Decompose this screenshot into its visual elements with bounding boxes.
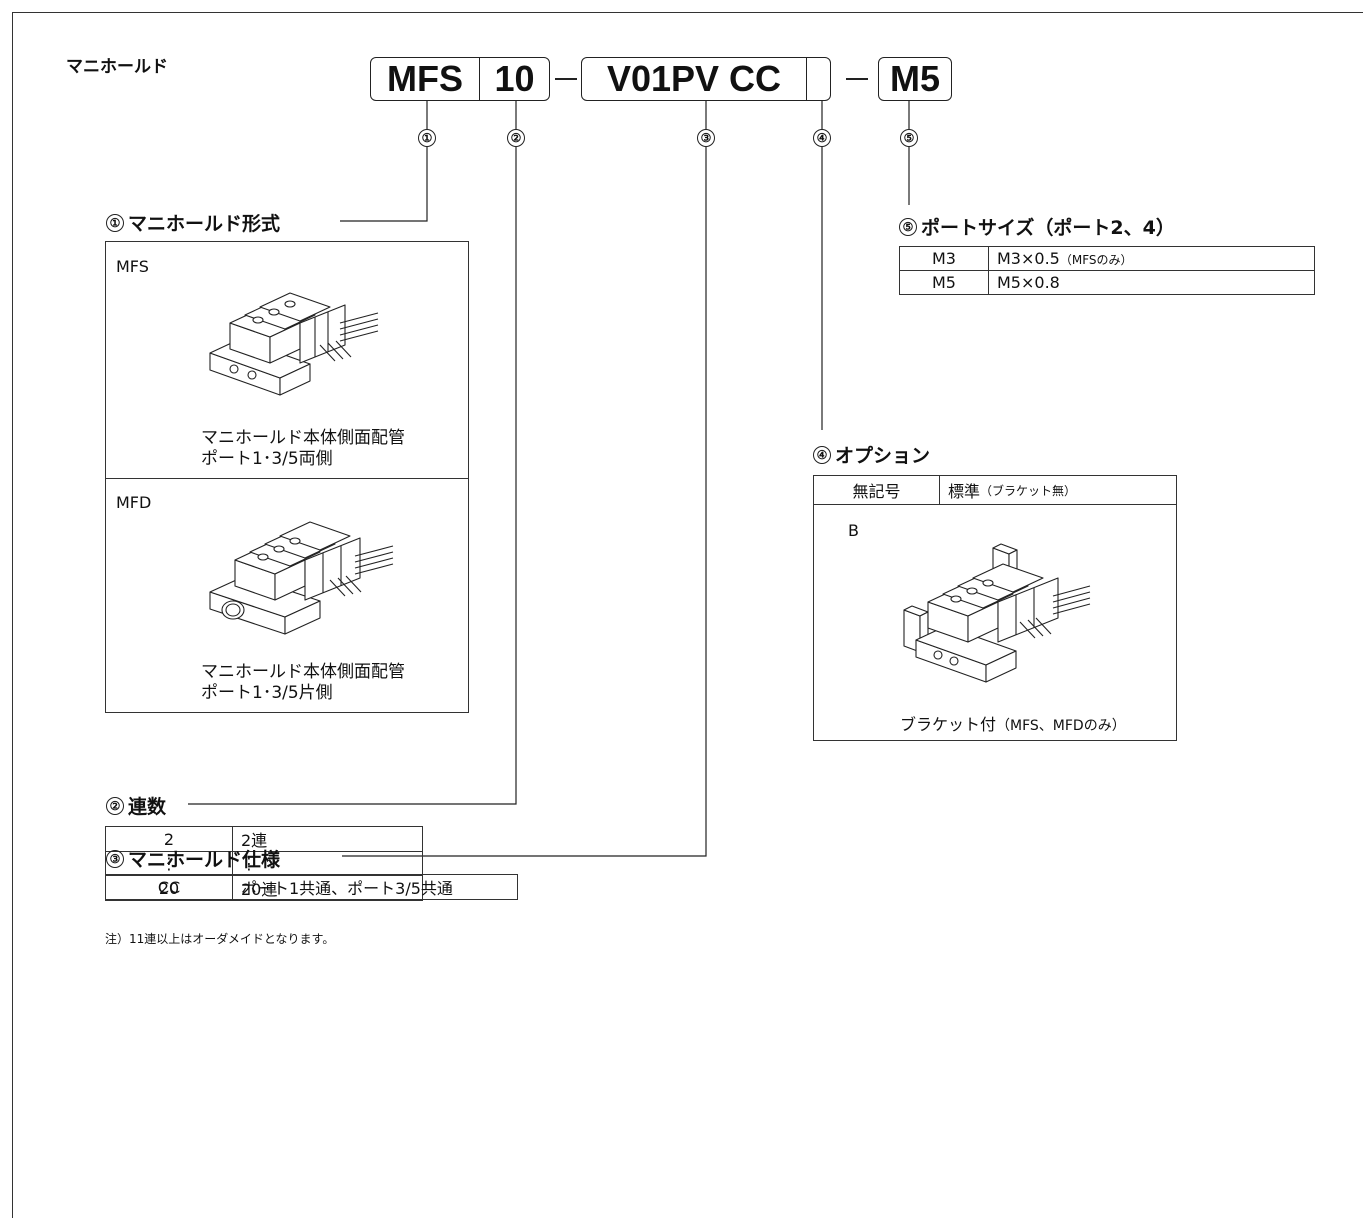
option-none-desc-main: 標準 (948, 482, 981, 501)
option-b-caption-note: （MFS、MFDのみ） (996, 718, 1126, 734)
section-2-heading: ② 連数 (106, 792, 166, 819)
section-4-title: オプション (835, 445, 931, 467)
mfd-caption-line-2: ポート1･3/5片側 (201, 683, 333, 703)
mfs-caption-line-1: マニホールド本体側面配管 (201, 428, 405, 448)
manifold-mfs-illustration (209, 292, 379, 396)
marker-1: ① (418, 129, 436, 147)
section-2-number: ② (106, 796, 124, 815)
code-dash-2 (846, 78, 868, 80)
table-row: CC ポート1共通、ポート3/5共通 (105, 874, 518, 900)
mfs-caption-line-2: ポート1･3/5両側 (201, 449, 333, 469)
section-5-heading: ⑤ ポートサイズ（ポート2、4） (899, 213, 1175, 240)
table-row: ⋮ ⋮ (105, 851, 423, 876)
port-size-note: （MFSのみ） (1059, 253, 1133, 267)
table-row: M3 M3×0.5（MFSのみ） (899, 246, 1315, 271)
manifold-mfd-illustration (209, 521, 394, 635)
code-box-valve-and-option: V01PV CC (581, 57, 831, 101)
leader-line-1 (340, 101, 428, 222)
section-5-title: ポートサイズ（ポート2、4） (921, 217, 1175, 239)
section-4-heading: ④ オプション (813, 441, 930, 468)
port-size-table: M3 M3×0.5（MFSのみ） M5 M5×0.8 (899, 246, 1315, 295)
manifold-type-mfs-code: MFS (116, 257, 149, 276)
manifold-spec-table: CC ポート1共通、ポート3/5共通 (105, 874, 518, 900)
code-option (806, 58, 830, 100)
table-cell: CC (105, 874, 233, 900)
marker-5: ⑤ (900, 129, 918, 147)
manifold-type-mfd-caption: マニホールド本体側面配管 ポート1･3/5片側 (201, 662, 405, 704)
page-frame (12, 12, 1363, 1218)
option-col-divider (939, 476, 940, 504)
table-row: M5 M5×0.8 (899, 270, 1315, 295)
option-b-code: B (848, 521, 859, 540)
port-size-desc: M5×0.8 (997, 273, 1060, 292)
table-cell: 2連 (232, 826, 423, 852)
mfd-caption-line-1: マニホールド本体側面配管 (201, 662, 405, 682)
section-3-number: ③ (106, 849, 124, 868)
page-title: マニホールド (66, 57, 168, 77)
code-dash-1 (555, 78, 577, 80)
section-5-number: ⑤ (899, 217, 917, 236)
option-none-desc-note: （ブラケット無） (980, 483, 1077, 498)
code-box-series-and-size: MFS 10 (370, 57, 550, 101)
table-row: 2 2連 (105, 826, 423, 852)
section-1-heading: ① マニホールド形式 (106, 209, 280, 236)
code-box-port-size: M5 (878, 57, 952, 101)
table-cell: ⋮ (232, 851, 423, 876)
table-cell: M5 (899, 270, 989, 295)
code-valve-spec: V01PV CC (606, 58, 782, 99)
table-cell: 2 (105, 826, 233, 852)
manifold-type-mfs-caption: マニホールド本体側面配管 ポート1･3/5両側 (201, 428, 405, 470)
leader-line-3 (342, 101, 707, 857)
manifold-type-mfd-code: MFD (116, 493, 152, 512)
leader-line-2 (188, 101, 517, 805)
bracket-manifold-illustration (903, 543, 1091, 683)
table-cell: M3×0.5（MFSのみ） (988, 246, 1315, 271)
manifold-type-divider (106, 478, 468, 479)
section-2-title: 連数 (128, 796, 167, 818)
stations-note: 注）11連以上はオーダメイドとなります。 (105, 932, 335, 946)
section-1-number: ① (106, 213, 124, 232)
section-4-number: ④ (813, 445, 831, 464)
code-stations: 10 (479, 58, 549, 100)
option-divider (814, 504, 1176, 505)
table-cell: ポート1共通、ポート3/5共通 (232, 874, 518, 900)
table-cell: M3 (899, 246, 989, 271)
option-none-desc: 標準（ブラケット無） (948, 476, 1076, 504)
table-cell: M5×0.8 (988, 270, 1315, 295)
marker-2: ② (507, 129, 525, 147)
code-series: MFS (387, 58, 463, 99)
marker-3: ③ (697, 129, 715, 147)
option-b-caption: ブラケット付（MFS、MFDのみ） (900, 711, 1126, 735)
section-1-title: マニホールド形式 (128, 213, 281, 235)
manifold-type-box (105, 241, 469, 713)
section-3-heading: ③ マニホールド仕様 (106, 845, 280, 872)
option-box: 無記号 標準（ブラケット無） (813, 475, 1177, 741)
port-size-desc: M3×0.5 (997, 249, 1060, 268)
section-3-title: マニホールド仕様 (128, 849, 281, 871)
option-b-caption-main: ブラケット付 (900, 715, 997, 734)
marker-4: ④ (813, 129, 831, 147)
option-none-code: 無記号 (852, 482, 901, 501)
code-port-size: M5 (889, 58, 940, 99)
